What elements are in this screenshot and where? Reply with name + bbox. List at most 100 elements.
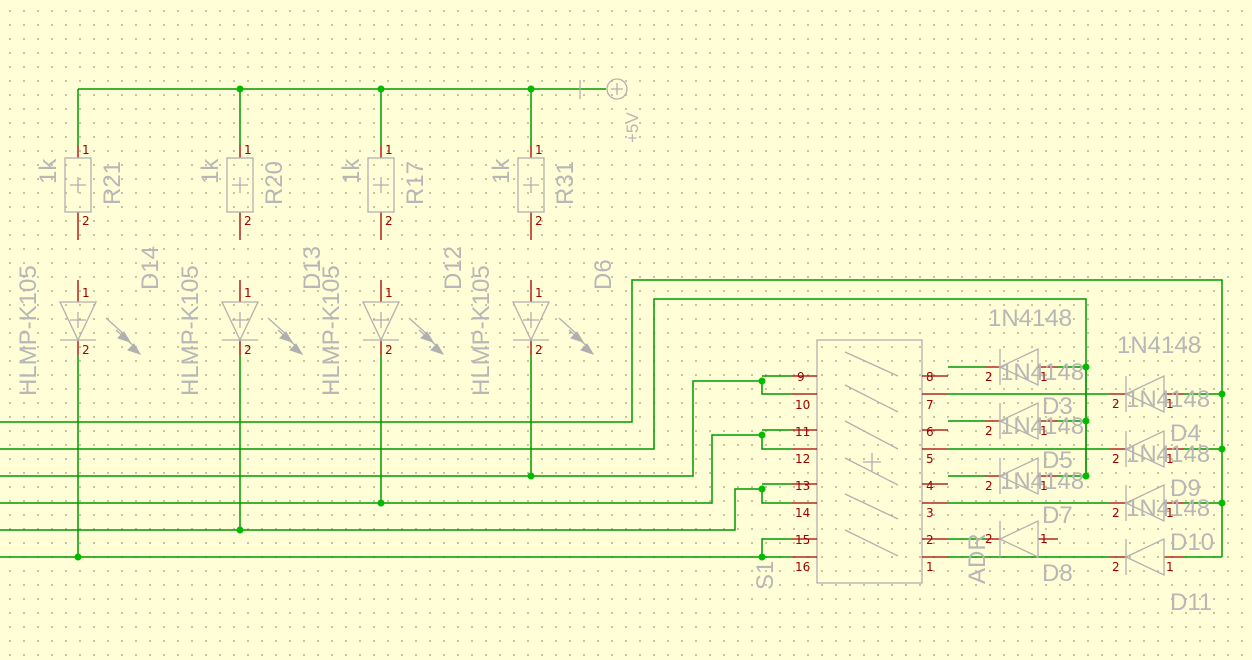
diode-ref: D8 xyxy=(1042,560,1073,587)
resistor-pin1: 1 xyxy=(82,143,90,157)
diode-ref: D4 xyxy=(1170,420,1201,447)
resistor-pin2: 2 xyxy=(535,214,543,228)
switch-pin: 5 xyxy=(926,452,934,466)
led-pin1: 1 xyxy=(385,286,393,300)
power-label: +5V xyxy=(623,112,642,143)
diode-value: 1N4148 xyxy=(1126,441,1210,468)
switch-pin: 1 xyxy=(926,560,934,574)
led-arrow-icon xyxy=(570,331,585,343)
bus-line-4 xyxy=(0,434,762,504)
diode-ref: D9 xyxy=(1170,475,1201,502)
resistor-ref: R21 xyxy=(99,161,126,205)
diode-ref: D11 xyxy=(1170,589,1212,616)
led-pin1: 1 xyxy=(82,286,90,300)
led-pin2: 2 xyxy=(244,343,252,357)
led-value: HLMP-K105 xyxy=(15,265,42,396)
diode-d4: 2 1 1N4148 D4 xyxy=(1110,374,1210,447)
diode-pin-k: 1 xyxy=(1166,452,1174,466)
diode-pin-a: 2 xyxy=(1112,560,1120,574)
led-ref: D6 xyxy=(590,259,617,290)
switch-ref: S1 xyxy=(752,561,779,590)
bus-line-1 xyxy=(0,279,1223,557)
power-circle-icon xyxy=(606,78,628,100)
switch-pin: 8 xyxy=(926,370,934,384)
resistor-value: 1k xyxy=(35,158,62,184)
resistor-r17: 1 2 1k R17 xyxy=(338,143,429,240)
diode-pin-a: 2 xyxy=(985,479,993,493)
resistor-ref: R17 xyxy=(402,161,429,205)
led-d14: 1 2 HLMP-K105 D14 xyxy=(15,246,164,396)
diode-ref: D5 xyxy=(1042,447,1073,474)
resistor-pin2: 2 xyxy=(244,214,252,228)
resistor-ref: R20 xyxy=(261,161,288,205)
wires xyxy=(0,88,1223,558)
led-arrow-icon xyxy=(420,331,435,343)
diode-value: 1N4148 xyxy=(1000,468,1084,495)
diode-value: 1N4148 xyxy=(1126,495,1210,522)
resistor-value: 1k xyxy=(488,158,515,184)
resistor-pin2: 2 xyxy=(82,214,90,228)
diode-value: ADR xyxy=(964,533,991,584)
resistor-pin1: 1 xyxy=(535,143,543,157)
diode-pin-a: 2 xyxy=(1112,397,1120,411)
diode-pin-k: 1 xyxy=(1166,397,1174,411)
switch-pin: 2 xyxy=(926,533,934,547)
junctions xyxy=(74,85,1226,561)
led-pin1: 1 xyxy=(535,286,543,300)
bus-line-5 xyxy=(0,488,762,531)
led-value: HLMP-K105 xyxy=(177,265,204,396)
diode-pin-a: 2 xyxy=(985,532,993,546)
switch-pin: 12 xyxy=(795,452,810,466)
led-ref: D13 xyxy=(299,246,326,290)
resistor-r21: 1 2 1k R21 xyxy=(35,143,126,240)
diode-pin-a: 2 xyxy=(985,370,993,384)
led-value: HLMP-K105 xyxy=(468,265,495,396)
switch-pin: 14 xyxy=(795,506,810,520)
resistor-ref: R31 xyxy=(552,161,579,205)
switch-pin: 6 xyxy=(926,425,934,439)
dip-switch-s1: 9 10 11 12 13 14 15 16 8 7 6 5 4 3 2 1 S… xyxy=(752,339,948,590)
switch-pin: 15 xyxy=(795,533,810,547)
diode-ref: D7 xyxy=(1042,502,1073,529)
led-pin2: 2 xyxy=(385,343,393,357)
switch-pin: 4 xyxy=(926,479,934,493)
diode-pin-k: 1 xyxy=(1040,424,1048,438)
resistor-value: 1k xyxy=(197,158,224,184)
led-pin2: 2 xyxy=(535,343,543,357)
switch-pin: 7 xyxy=(926,398,934,412)
diode-d9: 2 1 1N4148 D9 xyxy=(1110,429,1210,502)
diode-pin-a: 2 xyxy=(1112,452,1120,466)
led-arrow-icon xyxy=(279,331,294,343)
led-d6: 1 2 HLMP-K105 D6 xyxy=(468,259,617,396)
resistor-r20: 1 2 1k R20 xyxy=(197,143,288,240)
diode-ref: D10 xyxy=(1170,529,1214,556)
switch-pin: 3 xyxy=(926,506,934,520)
diode-d8: 2 1 ADR D8 xyxy=(964,519,1073,587)
diode-d3: 2 1 1N4148 D3 xyxy=(985,347,1084,420)
diode-pin-k: 1 xyxy=(1040,370,1048,384)
led-pin2: 2 xyxy=(82,343,90,357)
diode-pin-k: 1 xyxy=(1166,560,1174,574)
power-symbol-5v: +5V xyxy=(579,78,642,143)
diode-d7: 2 1 1N4148 D7 xyxy=(985,456,1084,529)
switch-pin: 9 xyxy=(797,370,805,384)
diode-column-value-label: 1N4148 xyxy=(988,305,1072,332)
led-pin1: 1 xyxy=(244,286,252,300)
diode-pin-a: 2 xyxy=(1112,506,1120,520)
resistor-r31: 1 2 1k R31 xyxy=(488,143,579,240)
resistor-value: 1k xyxy=(338,158,365,184)
diode-d11: 2 1 D11 xyxy=(1110,537,1212,616)
diode-value: 1N4148 xyxy=(1000,413,1084,440)
diode-column-value-label: 1N4148 xyxy=(1117,332,1201,359)
diode-ref: D3 xyxy=(1042,393,1073,420)
diode-pin-k: 1 xyxy=(1040,532,1048,546)
diode-d5: 2 1 1N4148 D5 xyxy=(985,401,1084,474)
resistor-pin1: 1 xyxy=(385,143,393,157)
switch-pin: 13 xyxy=(795,479,810,493)
resistor-pin1: 1 xyxy=(244,143,252,157)
bus-line-3 xyxy=(0,380,762,477)
led-d12: 1 2 HLMP-K105 D12 xyxy=(318,246,467,396)
led-ref: D14 xyxy=(137,246,164,290)
resistor-pin2: 2 xyxy=(385,214,393,228)
